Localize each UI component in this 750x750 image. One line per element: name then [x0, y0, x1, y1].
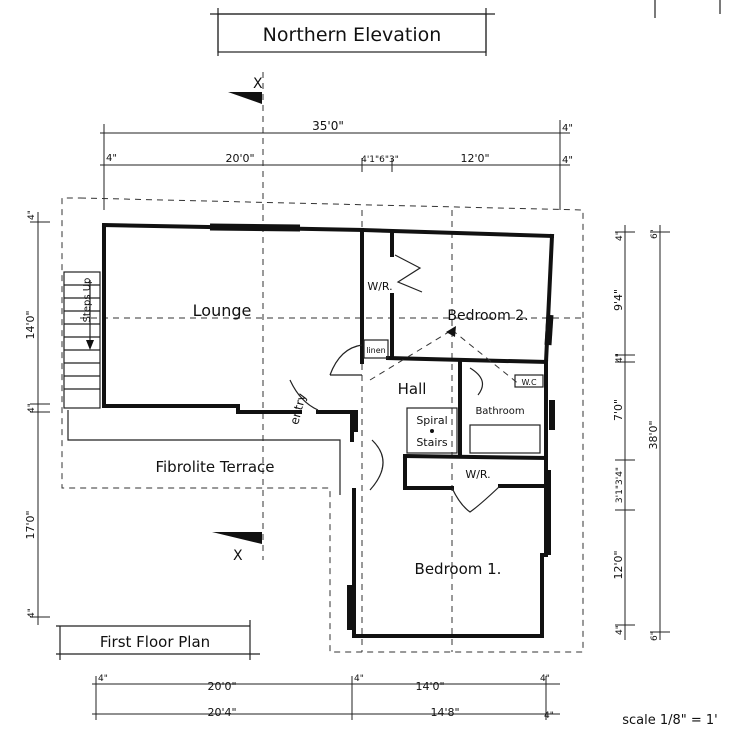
dim-top-left: 20'0" [225, 152, 254, 165]
top-dimensions: 35'0" 4" 4" 20'0" 4'1"6"3" 12'0" 4" [100, 119, 573, 210]
dim-right-bottom: 6" [650, 631, 660, 641]
dim-top-edge-right: 4" [562, 123, 573, 134]
spiral-stairs-label-2: Stairs [416, 436, 448, 449]
dim-top-right: 12'0" [460, 152, 489, 165]
dim-right-2: 9'4" [612, 289, 625, 311]
doors [289, 254, 501, 513]
walls [101, 222, 555, 638]
dim-bottom-left-lower: 20'4" [207, 706, 236, 719]
section-mark-top: X [253, 76, 263, 92]
room-wr-upper: W/R. [367, 280, 392, 293]
dim-right-3: 4" [615, 353, 625, 363]
room-lounge: Lounge [193, 301, 252, 320]
roof-outline [61, 197, 584, 653]
scale-label: scale 1/8" = 1' [622, 713, 718, 728]
dim-bottom-edge-2: 4" [354, 674, 364, 684]
dim-bottom-edge-4: 4" [544, 711, 554, 721]
dim-bottom-right-upper: 14'0" [415, 680, 444, 693]
elevation-title-box: Northern Elevation [210, 8, 495, 56]
dim-left-mid: 4" [27, 403, 37, 413]
dim-bottom-left-upper: 20'0" [207, 680, 236, 693]
terrace-outline [67, 410, 341, 495]
dim-top-edge-right2: 4" [562, 155, 573, 166]
room-wc: W.C [521, 378, 537, 387]
hall-arrows [369, 326, 521, 386]
steps: Steps Up [63, 271, 101, 409]
section-mark-bottom: X [233, 548, 243, 564]
dim-bottom-right-lower: 14'8" [430, 706, 459, 719]
room-bedroom-1: Bedroom 1. [415, 560, 502, 578]
dim-left-upper: 14'0" [24, 310, 37, 339]
dim-bottom-edge-3: 4" [540, 674, 550, 684]
dim-right-4: 7'0" [612, 399, 625, 421]
dim-left-lower: 17'0" [24, 510, 37, 539]
left-dimensions: 4" 14'0" 4" 17'0" 4" [24, 210, 50, 625]
section-line: X X [212, 72, 264, 564]
right-dimensions: 4" 9'4" 4" 7'0" 3'1"3'4" 12'0" 4" 6" 38'… [612, 225, 670, 641]
room-terrace: Fibrolite Terrace [155, 458, 274, 476]
dim-top-mid: 4'1"6"3" [361, 155, 399, 165]
dim-right-top: 6" [650, 229, 660, 239]
room-bathroom: Bathroom [475, 406, 524, 417]
dim-right-6: 12'0" [612, 550, 625, 579]
room-hall: Hall [398, 380, 427, 398]
bottom-dimensions: 4" 20'0" 4" 14'0" 4" 20'4" 14'8" 4" [92, 674, 560, 721]
plan-title: First Floor Plan [100, 633, 210, 651]
plan-title-box: First Floor Plan [56, 620, 260, 660]
dim-right-5: 3'1"3'4" [615, 467, 625, 503]
dim-left-bottom: 4" [27, 608, 37, 618]
dim-left-top: 4" [27, 210, 37, 220]
room-bedroom-2: Bedroom 2. [447, 308, 528, 324]
room-linen: linen [366, 346, 386, 355]
dim-right-7: 4" [615, 625, 625, 635]
dim-bottom-edge-1: 4" [98, 674, 108, 684]
dim-top-edge-left: 4" [106, 153, 117, 164]
spiral-stairs-label-1: Spiral [416, 414, 447, 427]
elevation-title: Northern Elevation [263, 24, 442, 46]
room-wr-lower: W/R. [465, 468, 490, 481]
room-labels: Lounge Bedroom 2. Bedroom 1. Hall Bathro… [155, 280, 536, 578]
room-entry: entry [287, 392, 309, 426]
steps-label: Steps Up [82, 278, 93, 323]
dim-top-overall: 35'0" [312, 119, 344, 133]
dim-right-1: 4" [615, 231, 625, 241]
dim-right-overall: 38'0" [647, 420, 660, 449]
